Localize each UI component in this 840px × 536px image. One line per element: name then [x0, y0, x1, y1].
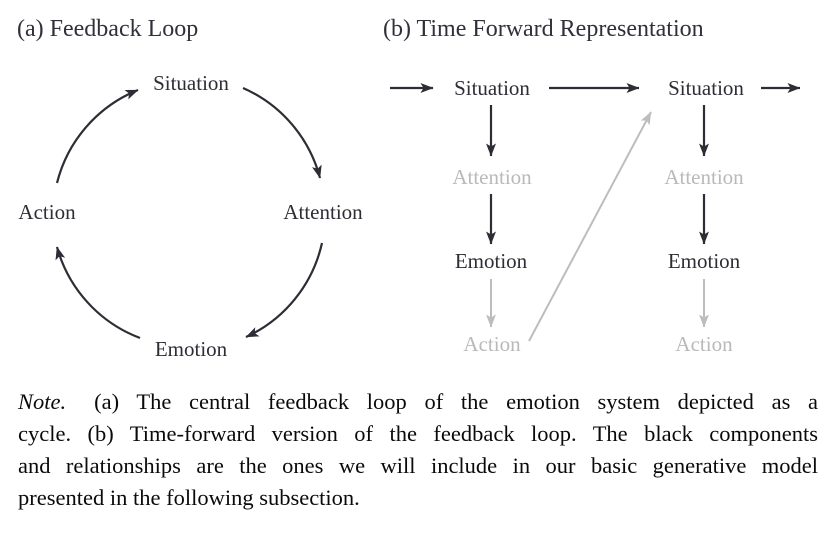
node-emotion-t1: Emotion [455, 249, 528, 273]
figure-canvas: Situation Attention Emotion Action Situa… [18, 71, 801, 361]
panel-a-diagram: Situation Attention Emotion Action [18, 71, 363, 361]
arrow-action-to-situation [55, 88, 139, 184]
panel-b-title: (b) Time Forward Representation [383, 16, 704, 42]
arrow-situation-to-attention [242, 86, 322, 179]
node-situation-t2: Situation [668, 76, 744, 100]
panel-b-diagram: Situation Attention Emotion Action Situa… [390, 76, 801, 356]
note-line-1: Note. (a) The central feedback loop of th… [18, 386, 818, 418]
node-action-t1: Action [463, 332, 521, 356]
note-line-2: cycle. (b) Time-forward version of the f… [18, 421, 818, 446]
panel-a-title: (a) Feedback Loop [17, 16, 199, 42]
node-situation-t1: Situation [454, 76, 530, 100]
arrow-action-to-next-situation [528, 111, 652, 342]
node-action-t2: Action [675, 332, 733, 356]
note-line-4: presented in the following subsection. [18, 485, 360, 510]
note-label: Note. [18, 389, 67, 414]
node-situation: Situation [153, 71, 229, 95]
node-emotion-t2: Emotion [668, 249, 741, 273]
arrow-emotion-to-action [55, 246, 141, 340]
node-action: Action [18, 200, 76, 224]
node-emotion: Emotion [155, 337, 228, 361]
note-line-3: and relationships are the ones we will i… [18, 453, 818, 478]
node-attention: Attention [283, 200, 363, 224]
note-caption: Note. (a) The central feedback loop of th… [18, 386, 818, 514]
note-line-1-text: (a) The central feedback loop of the emo… [94, 389, 818, 414]
node-attention-t1: Attention [452, 165, 532, 189]
arrow-attention-to-emotion [245, 242, 324, 338]
node-attention-t2: Attention [664, 165, 744, 189]
